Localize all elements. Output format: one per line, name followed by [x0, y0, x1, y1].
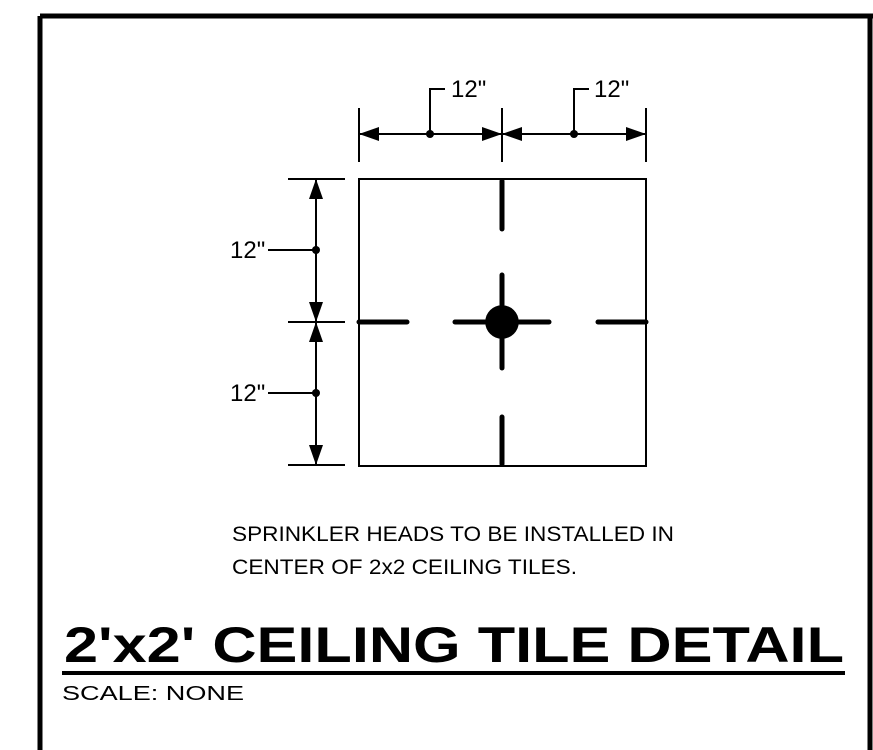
- left-dimension: [268, 178, 345, 466]
- sheet-border: [37, 13, 873, 750]
- sprinkler-head-symbol: [485, 305, 519, 339]
- dimension-label-left-lower: 12": [230, 380, 265, 407]
- note-line-2: CENTER OF 2x2 CEILING TILES.: [232, 556, 577, 579]
- note-line-1: SPRINKLER HEADS TO BE INSTALLED IN: [232, 523, 674, 546]
- dimension-label-left-upper: 12": [230, 237, 265, 264]
- scale-note: SCALE: NONE: [62, 683, 244, 705]
- dimension-label-top-left: 12": [451, 76, 486, 103]
- dimension-label-top-right: 12": [594, 76, 629, 103]
- detail-title: 2'x2' CEILING TILE DETAIL: [64, 617, 844, 673]
- top-dimension: [358, 88, 647, 162]
